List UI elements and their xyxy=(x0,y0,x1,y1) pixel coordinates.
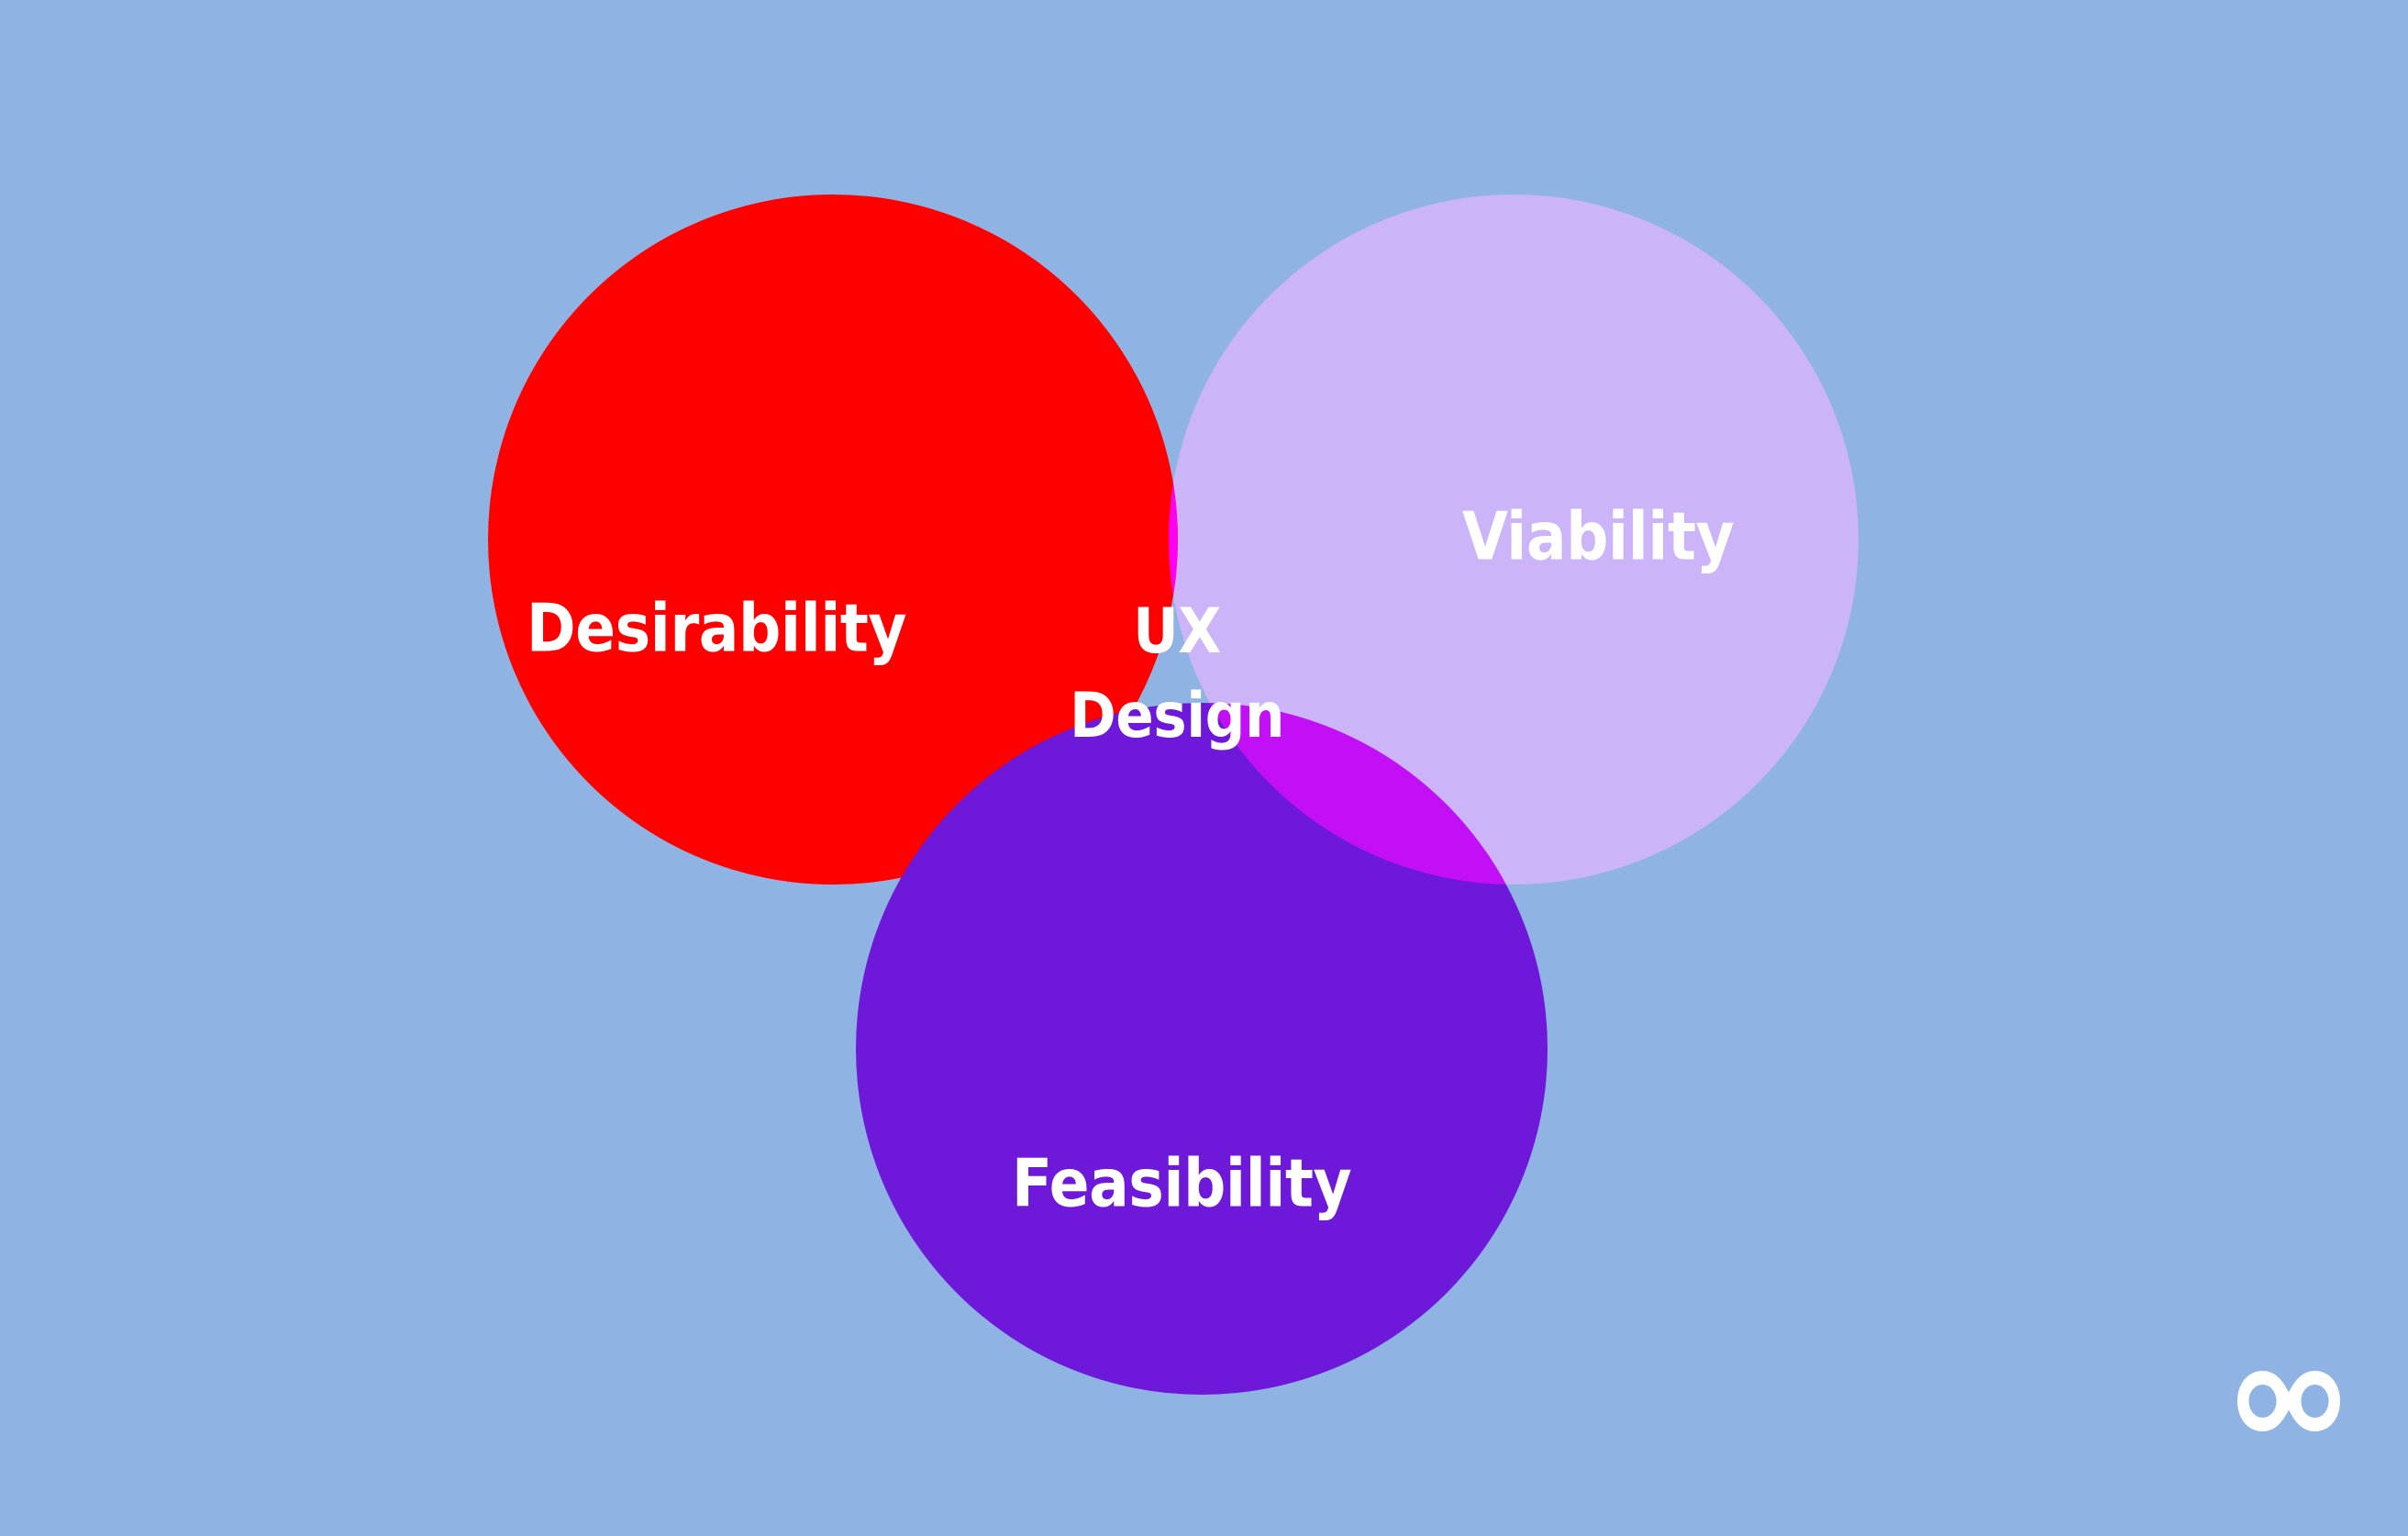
circle-desirability xyxy=(488,195,1178,885)
circle-viability xyxy=(1169,195,1859,885)
infinity-logo xyxy=(2235,1365,2343,1437)
circle-feasibility xyxy=(856,703,1548,1395)
infinity-icon xyxy=(2237,1371,2340,1431)
